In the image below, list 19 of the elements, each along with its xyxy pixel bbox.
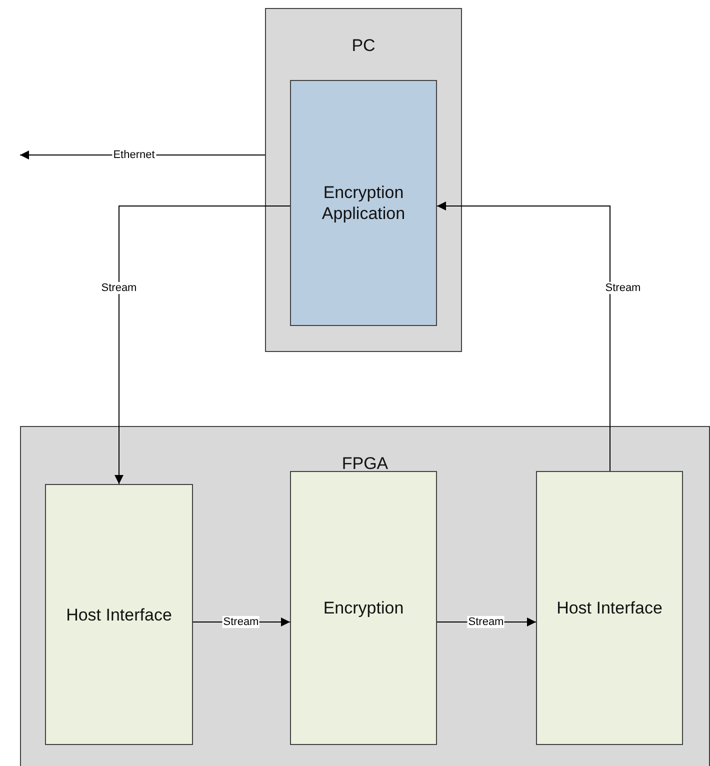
- edge-label: Stream: [222, 616, 260, 628]
- box-label: PC: [350, 35, 376, 56]
- process-box: [536, 471, 683, 745]
- edge-label: Ethernet: [112, 149, 156, 161]
- box-label: FPGA: [340, 453, 390, 474]
- edge-label: Stream: [604, 282, 642, 294]
- edge-label: Stream: [100, 282, 138, 294]
- process-box: [290, 80, 437, 326]
- box-label: Host Interface: [65, 604, 173, 626]
- process-box: [45, 484, 193, 745]
- box-label: Encryption: [322, 597, 405, 619]
- edge-label: Stream: [467, 616, 505, 628]
- process-box: [290, 471, 437, 745]
- box-label: Encryption Application: [320, 182, 406, 224]
- box-label: Host Interface: [556, 597, 664, 619]
- arrow: [436, 202, 610, 472]
- container-box: [20, 426, 710, 766]
- arrow: [114, 206, 290, 484]
- container-box: [265, 8, 462, 352]
